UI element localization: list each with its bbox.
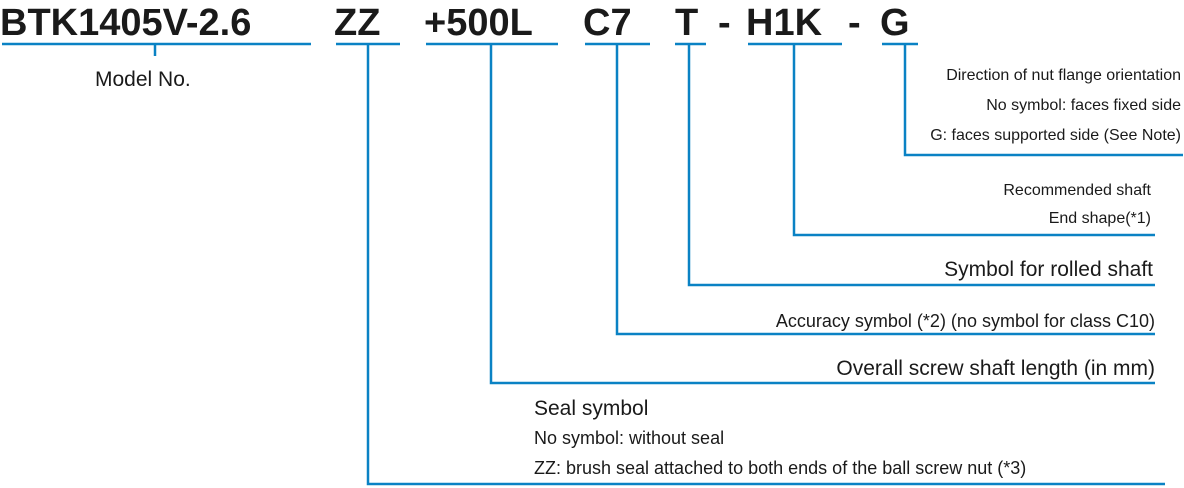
leader-end-shape — [792, 44, 1155, 237]
code-model: BTK1405V-2.6 — [0, 2, 251, 44]
label-end-shape-line2: End shape(*1) — [1049, 210, 1151, 227]
code-end-shape: H1K — [746, 2, 823, 44]
label-orientation-g: G: faces supported side (See Note) — [930, 127, 1181, 144]
label-length: Overall screw shaft length (in mm) — [836, 357, 1155, 380]
label-rolled: Symbol for rolled shaft — [944, 258, 1153, 281]
leader-length — [489, 44, 1155, 385]
label-orientation-none: No symbol: faces fixed side — [986, 97, 1181, 114]
leader-accuracy — [615, 44, 1155, 336]
label-seal-zz: ZZ: brush seal attached to both ends of … — [534, 458, 1026, 478]
label-seal-none: No symbol: without seal — [534, 428, 724, 448]
label-accuracy: Accuracy symbol (*2) (no symbol for clas… — [776, 311, 1155, 331]
code-rolled: T — [675, 2, 698, 44]
leader-orientation — [903, 44, 1183, 157]
label-model: Model No. — [95, 68, 191, 91]
code-accuracy: C7 — [583, 2, 632, 44]
leader-rolled — [687, 44, 1155, 287]
code-dash-1: - — [718, 2, 731, 44]
code-orientation: G — [880, 2, 910, 44]
code-seal: ZZ — [334, 2, 380, 44]
leader-seal — [366, 44, 1165, 486]
label-end-shape-line1: Recommended shaft — [1003, 182, 1151, 199]
code-dash-2: - — [848, 2, 861, 44]
label-seal-title: Seal symbol — [534, 397, 648, 420]
label-orientation-title: Direction of nut flange orientation — [946, 67, 1181, 84]
code-length: +500L — [424, 2, 533, 44]
